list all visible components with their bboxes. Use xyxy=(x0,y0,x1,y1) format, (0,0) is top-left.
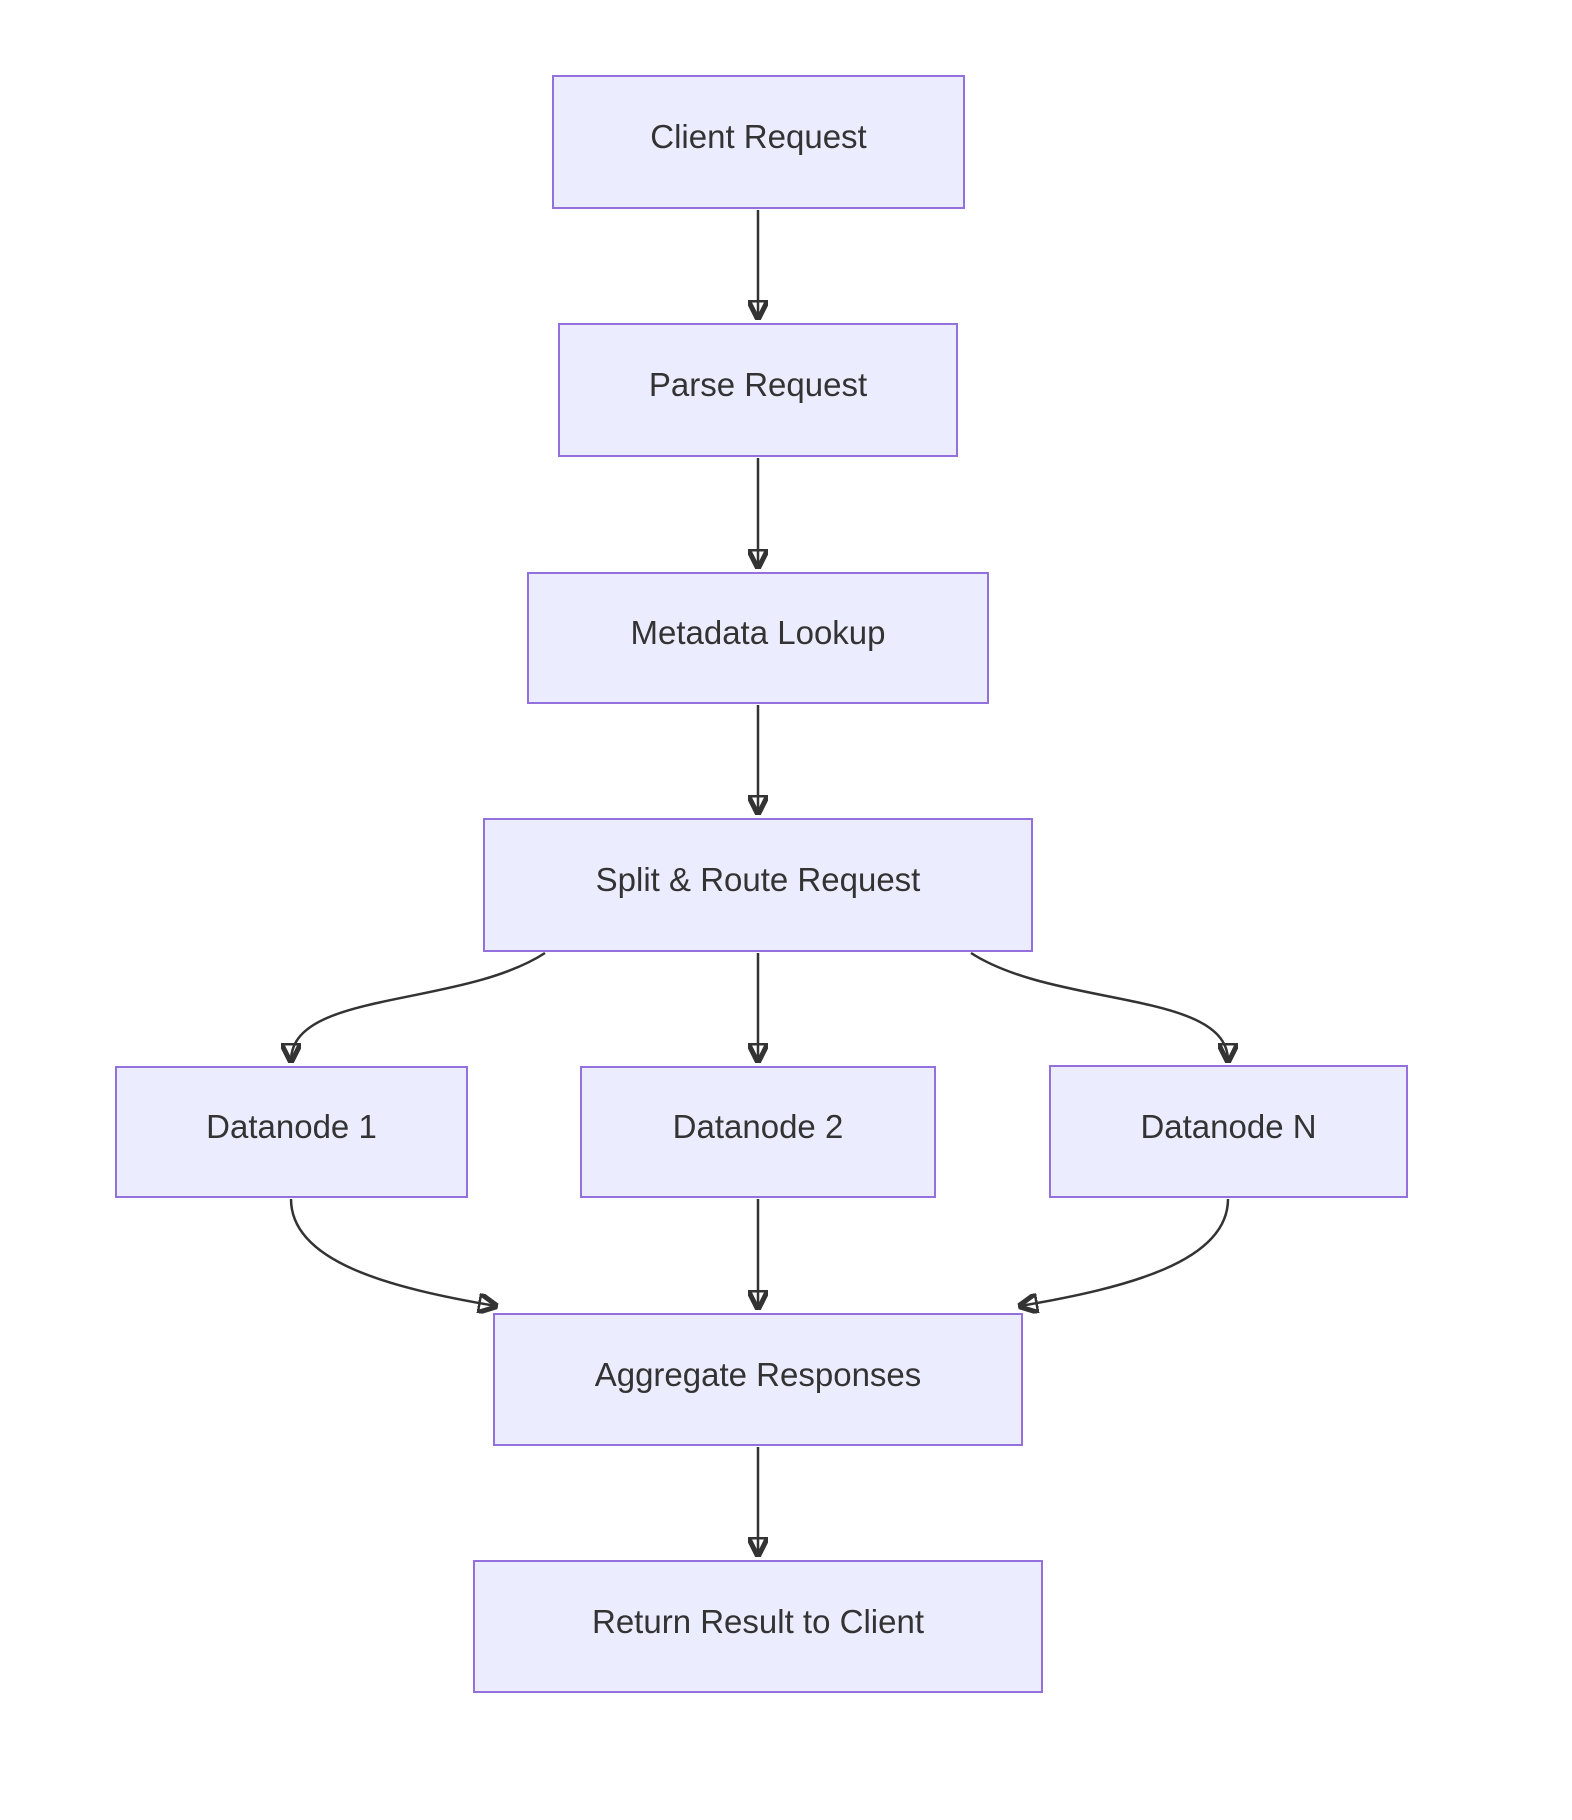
node-datanode-n-label: Datanode N xyxy=(1140,1107,1317,1145)
node-metadata-lookup-label: Metadata Lookup xyxy=(630,614,886,652)
edge-datanode-1-to-aggregate xyxy=(289,1198,496,1306)
node-client-request: Client Request xyxy=(552,75,965,209)
node-split-route-request-label: Split & Route Request xyxy=(595,861,921,899)
node-parse-request-label: Parse Request xyxy=(648,366,868,404)
node-datanode-1-label: Datanode 1 xyxy=(206,1108,377,1146)
node-datanode-n: Datanode N xyxy=(1049,1065,1408,1198)
node-return-result: Return Result to Client xyxy=(473,1560,1043,1693)
node-datanode-1: Datanode 1 xyxy=(115,1066,468,1198)
node-datanode-2: Datanode 2 xyxy=(580,1066,936,1198)
node-return-result-label: Return Result to Client xyxy=(592,1602,924,1640)
node-client-request-label: Client Request xyxy=(650,118,867,156)
node-aggregate-responses: Aggregate Responses xyxy=(493,1313,1023,1446)
edge-datanode-n-to-aggregate xyxy=(1020,1198,1230,1306)
node-split-route-request: Split & Route Request xyxy=(483,818,1033,952)
edge-split-to-datanode-n xyxy=(970,951,1228,1061)
node-metadata-lookup: Metadata Lookup xyxy=(527,572,989,704)
node-datanode-2-label: Datanode 2 xyxy=(672,1108,844,1146)
edge-split-to-datanode-1 xyxy=(291,951,546,1061)
node-parse-request: Parse Request xyxy=(558,323,958,457)
node-aggregate-responses-label: Aggregate Responses xyxy=(594,1355,922,1393)
